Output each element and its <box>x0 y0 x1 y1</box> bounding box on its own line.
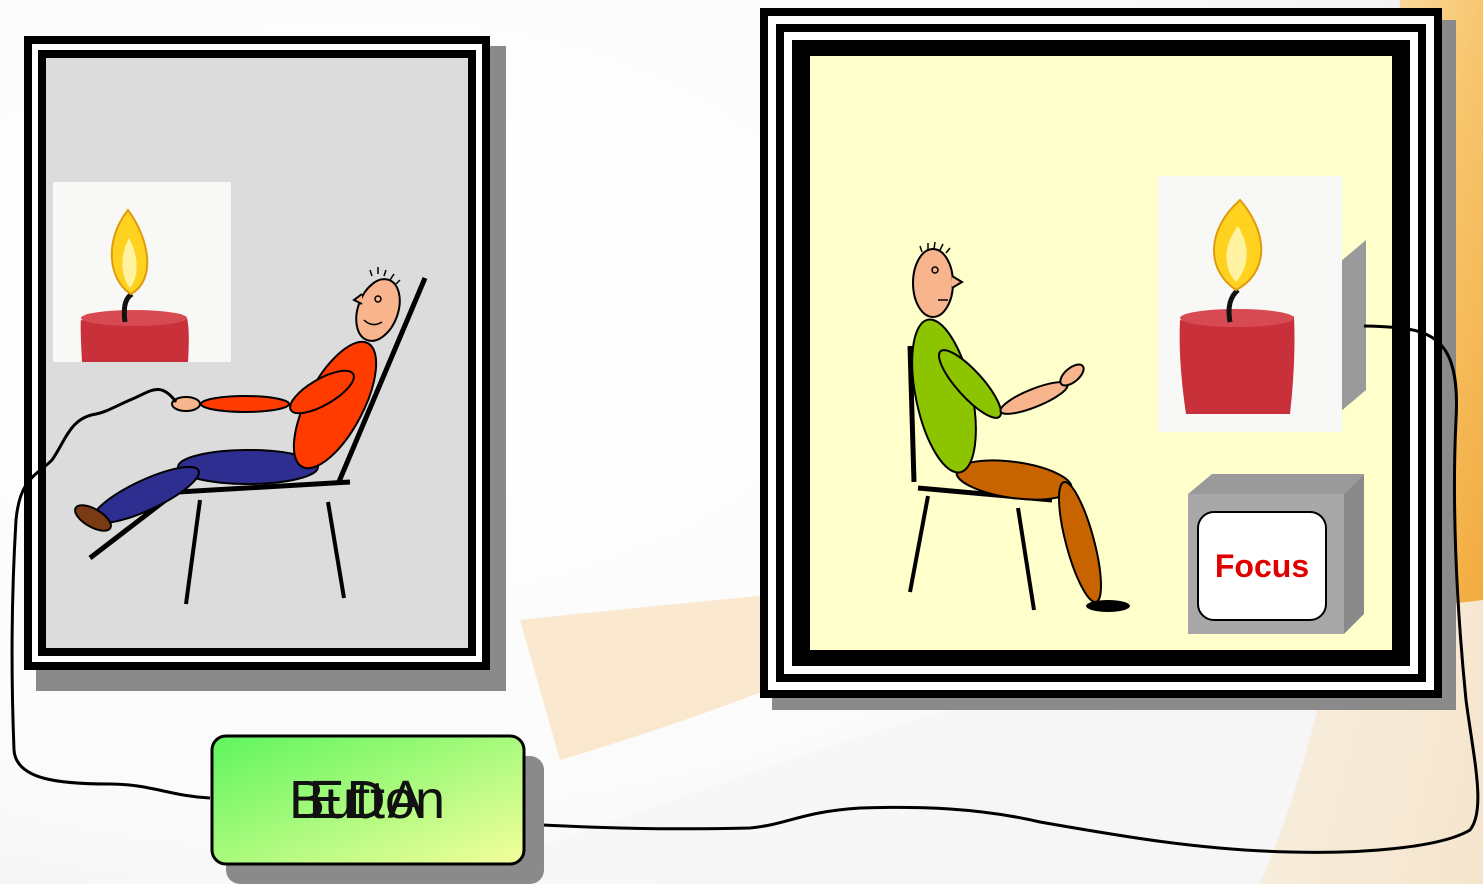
button-eda-box <box>212 736 544 884</box>
left-room <box>24 36 506 691</box>
candle-picture-right <box>1158 176 1342 432</box>
focus-device <box>1188 474 1364 634</box>
candle-picture-left <box>53 182 231 362</box>
button-eda-face <box>212 736 524 864</box>
focus-button-face <box>1198 512 1326 620</box>
